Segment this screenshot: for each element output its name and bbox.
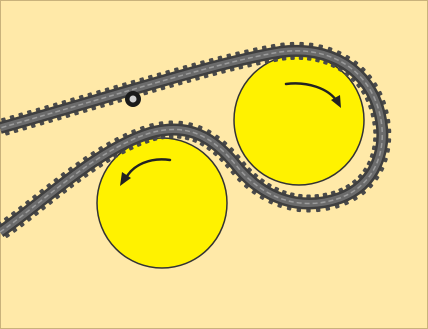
left-pulley-arrow-head (120, 172, 131, 186)
pin-inner (129, 95, 137, 103)
clockwise-arrow-icon (284, 82, 341, 108)
right-pulley (233, 54, 365, 186)
pin-icon (125, 91, 141, 107)
belt-center-line (0, 50, 384, 233)
right-pulley-arrow-head (331, 95, 341, 108)
left-pulley-arrow-arc (124, 158, 172, 180)
counterclockwise-arrow-icon (120, 158, 172, 186)
right-pulley-arrow-arc (284, 82, 338, 102)
